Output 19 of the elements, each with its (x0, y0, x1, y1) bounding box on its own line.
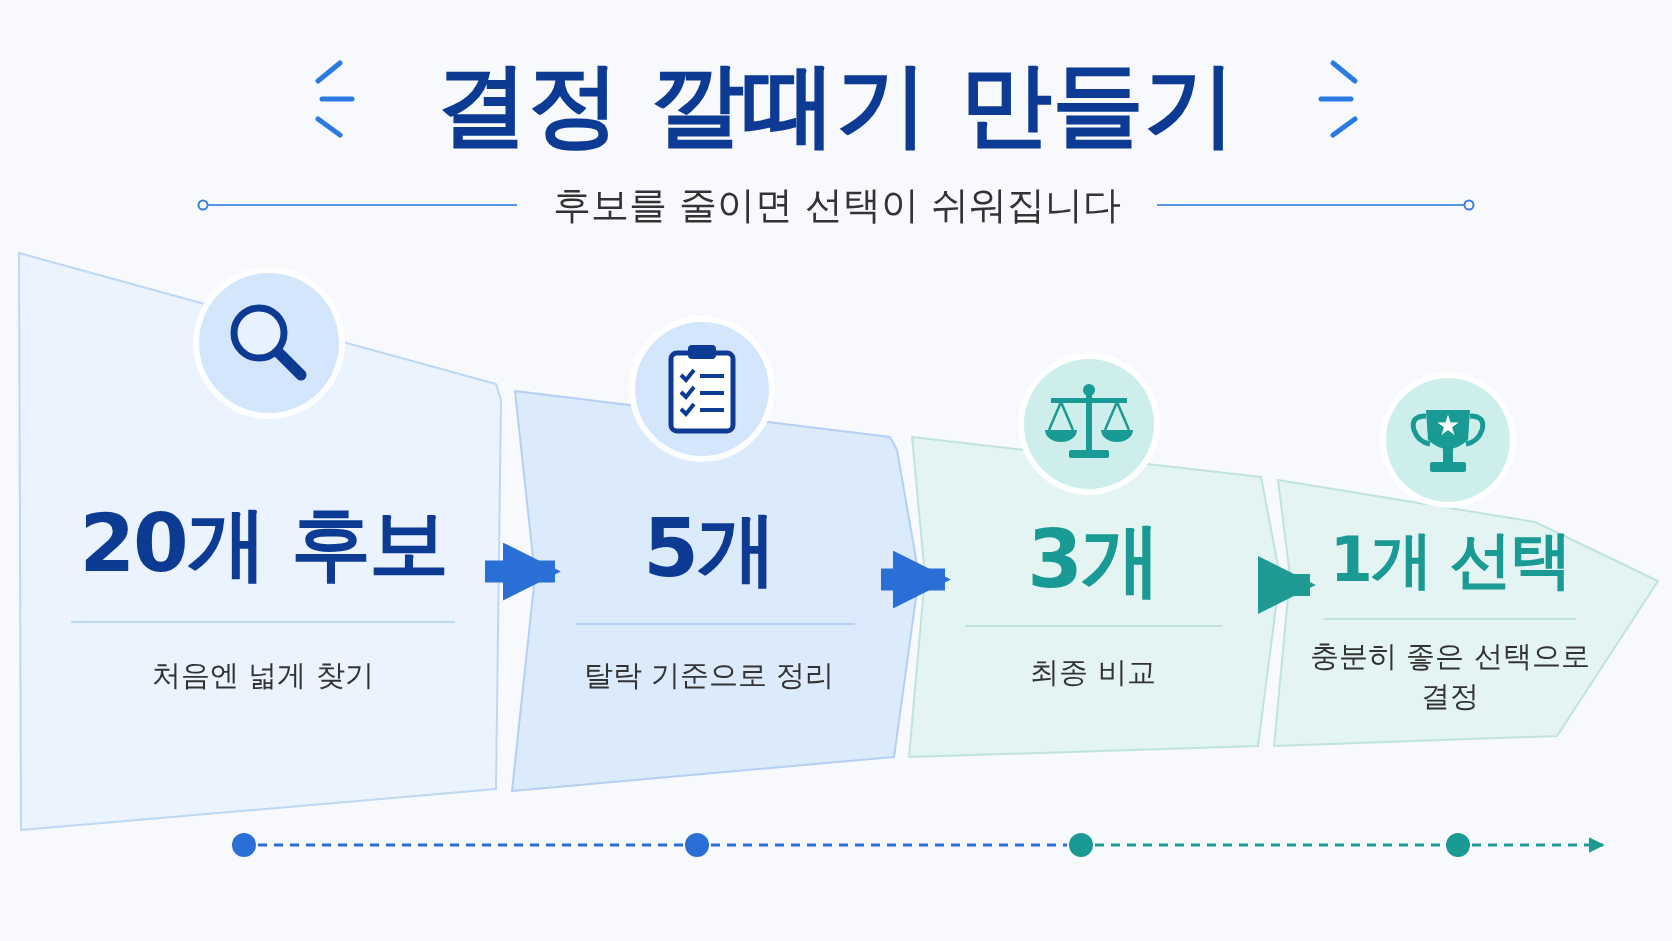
timeline-dot (232, 833, 256, 857)
timeline-dot (1446, 833, 1470, 857)
stage-description: 최종 비교 (1029, 654, 1157, 691)
stage-count: 1개 선택 (1328, 521, 1572, 598)
stage-description: 충분히 좋은 선택으로 결정 (1309, 638, 1591, 715)
stage-description: 처음엔 넓게 찾기 (151, 657, 375, 694)
subtitle: 후보를 줄이면 선택이 쉬워집니다 (551, 182, 1123, 228)
block-arrow (485, 542, 561, 601)
timeline-dot (685, 833, 709, 857)
timeline-dot (1069, 833, 1093, 857)
stage-description: 탈락 기준으로 정리 (582, 657, 836, 694)
stage-count: 20개 후보 (78, 496, 448, 592)
title: 결정 깔때기 만들기 (434, 50, 1238, 160)
stage-count: 5개 (642, 501, 776, 597)
block-arrow (881, 550, 951, 609)
stage-count: 3개 (1026, 512, 1160, 608)
dashed-arrow (1472, 837, 1605, 853)
funnel-stage (19, 253, 501, 830)
block-arrow (1257, 556, 1316, 614)
